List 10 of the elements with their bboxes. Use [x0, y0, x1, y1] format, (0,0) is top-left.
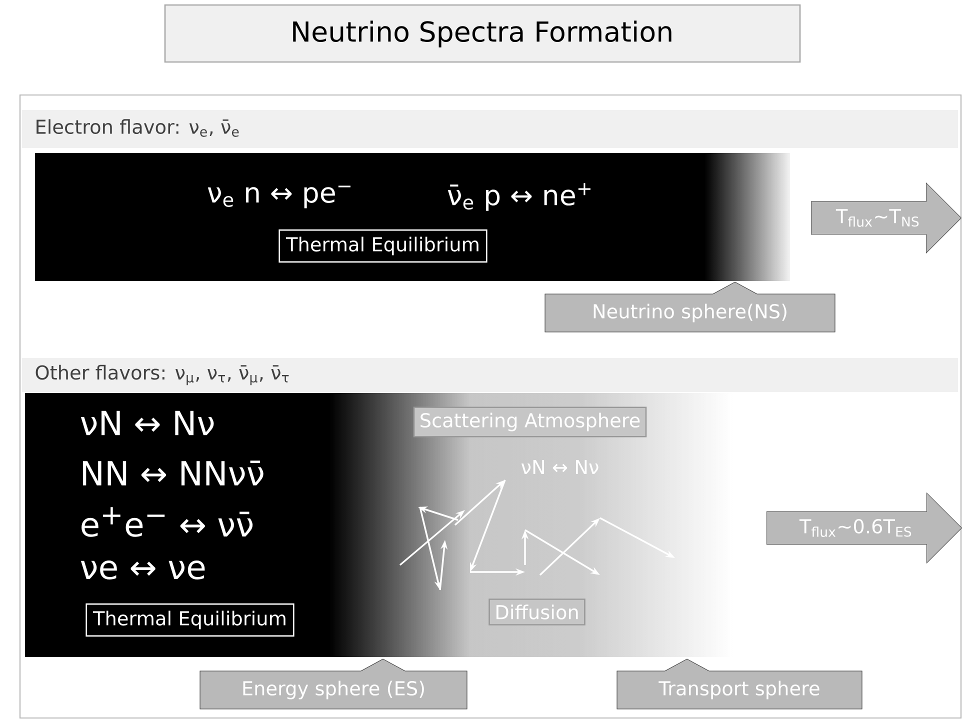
label-box: Thermal Equilibrium: [278, 229, 488, 263]
title-box: Neutrino Spectra Formation: [164, 4, 801, 63]
label-box: Scattering Atmosphere: [413, 406, 647, 438]
section-heading: Electron flavor: ν$_{e}$, ν̄$_{e}$: [22, 110, 958, 148]
callout-box: Transport sphere: [616, 658, 862, 710]
label-box: Diffusion: [488, 598, 586, 626]
section-heading: Other flavors: ν$_{μ}$, ν$_{τ}$, ν̄$_{μ}$, ν̄$_{τ}$: [22, 358, 958, 392]
label-box: Thermal Equilibrium: [86, 603, 294, 637]
callout-box: Neutrino sphere(NS): [544, 282, 836, 332]
callout-box: Energy sphere (ES): [200, 658, 468, 710]
